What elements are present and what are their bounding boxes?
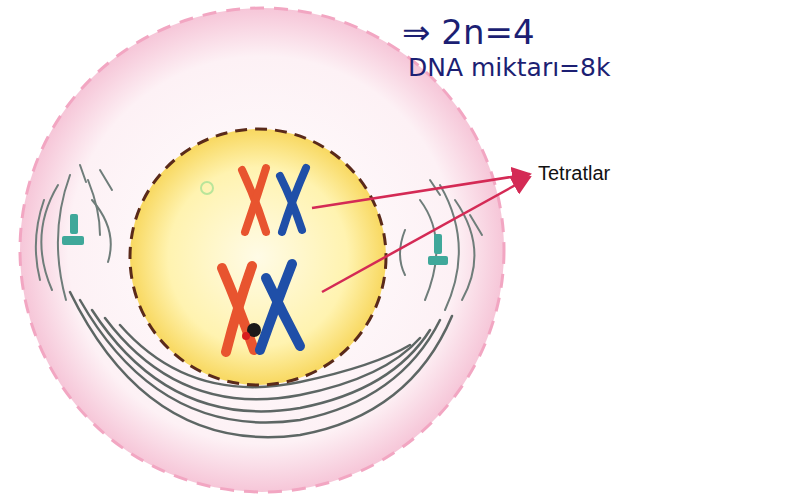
handwritten-note: DNA miktarı=8k [408,54,610,82]
nucleolus [201,182,213,194]
handwritten-note: ⇒ 2n=4 [402,14,535,51]
leader-line [312,174,530,292]
part-label: Tetratlar [538,162,610,184]
nucleus [130,129,386,385]
tetrad [222,264,300,352]
tetrad [242,168,306,232]
